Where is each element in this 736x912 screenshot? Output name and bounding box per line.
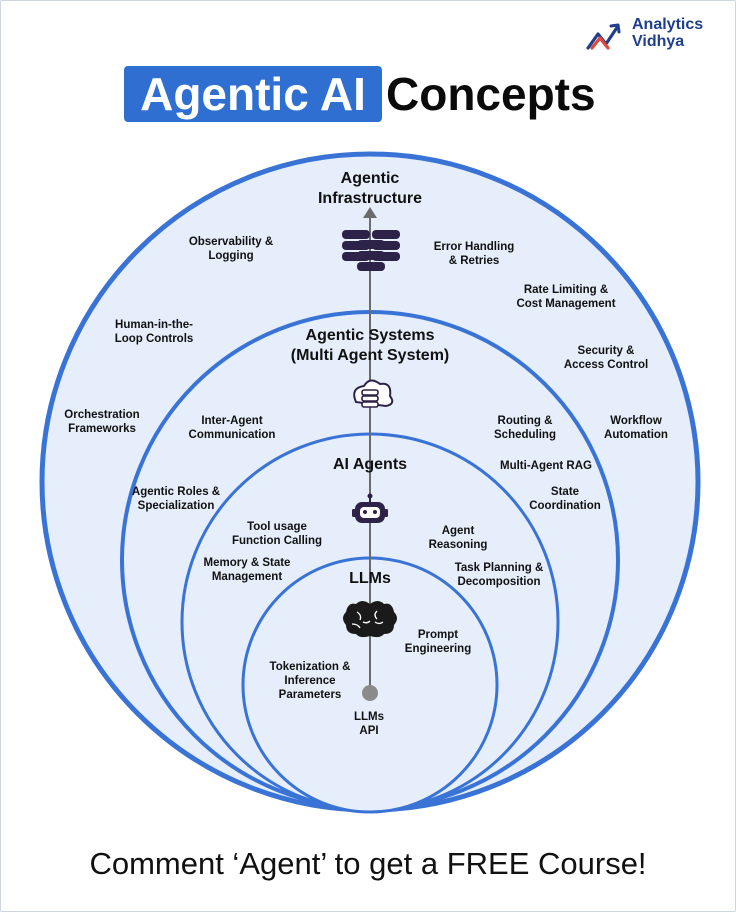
logo-mark-icon: [586, 23, 621, 50]
concept-human-in-loop: Human-in-the- Loop Controls: [114, 319, 194, 345]
concept-error-handling: Error Handling & Retries: [433, 241, 515, 267]
database-server-icon: [342, 230, 400, 271]
concept-rate-limiting: Rate Limiting & Cost Management: [516, 284, 616, 310]
analytics-vidhya-logo[interactable]: Analytics Vidhya: [586, 16, 726, 56]
ring-title-agents: AI Agents: [332, 456, 408, 473]
concept-memory-state: Memory & State Management: [203, 557, 291, 583]
concept-orchestration: Orchestration Frameworks: [64, 409, 140, 435]
concept-observability: Observability & Logging: [188, 236, 274, 262]
concept-security: Security & Access Control: [563, 345, 649, 371]
ring-title-systems: Agentic Systems (Multi Agent System): [290, 327, 450, 364]
concept-tokenization: Tokenization & Inference Parameters: [269, 661, 351, 701]
brain-icon: [343, 601, 397, 638]
logo-line-2: Vidhya: [632, 33, 685, 50]
concept-tool-usage: Tool usage Function Calling: [231, 521, 323, 547]
concept-multi-agent-rag: Multi-Agent RAG: [500, 460, 592, 472]
title-highlight-text: Agentic AI: [140, 68, 366, 120]
concept-prompt-engineering: Prompt Engineering: [404, 629, 472, 655]
concept-state-coordination: State Coordination: [529, 486, 601, 512]
concept-task-planning: Task Planning & Decomposition: [454, 562, 544, 588]
concept-routing: Routing & Scheduling: [494, 415, 556, 441]
llms-api-dot: [362, 685, 378, 701]
concept-workflow: Workflow Automation: [604, 415, 668, 441]
cloud-database-icon: [353, 379, 394, 408]
ring-title-infrastructure: Agentic Infrastructure: [317, 170, 423, 207]
page-title: Agentic AI Concepts: [0, 62, 736, 126]
concept-agentic-roles: Agentic Roles & Specialization: [131, 486, 221, 512]
title-rest-text: Concepts: [386, 68, 596, 120]
title-highlight-box: [124, 66, 382, 122]
robot-icon: [352, 493, 388, 523]
footer-cta[interactable]: Comment ‘Agent’ to get a FREE Course!: [89, 846, 647, 881]
concept-agent-reasoning: Agent Reasoning: [428, 525, 488, 551]
spine-arrowhead: [363, 207, 377, 218]
logo-text: Analytics Vidhya: [632, 16, 724, 50]
concept-inter-agent: Inter-Agent Communication: [188, 415, 276, 441]
ring-title-llms: LLMs: [349, 570, 391, 587]
concept-llms-api: LLMs API: [353, 711, 385, 737]
logo-line-1: Analytics: [632, 16, 704, 33]
